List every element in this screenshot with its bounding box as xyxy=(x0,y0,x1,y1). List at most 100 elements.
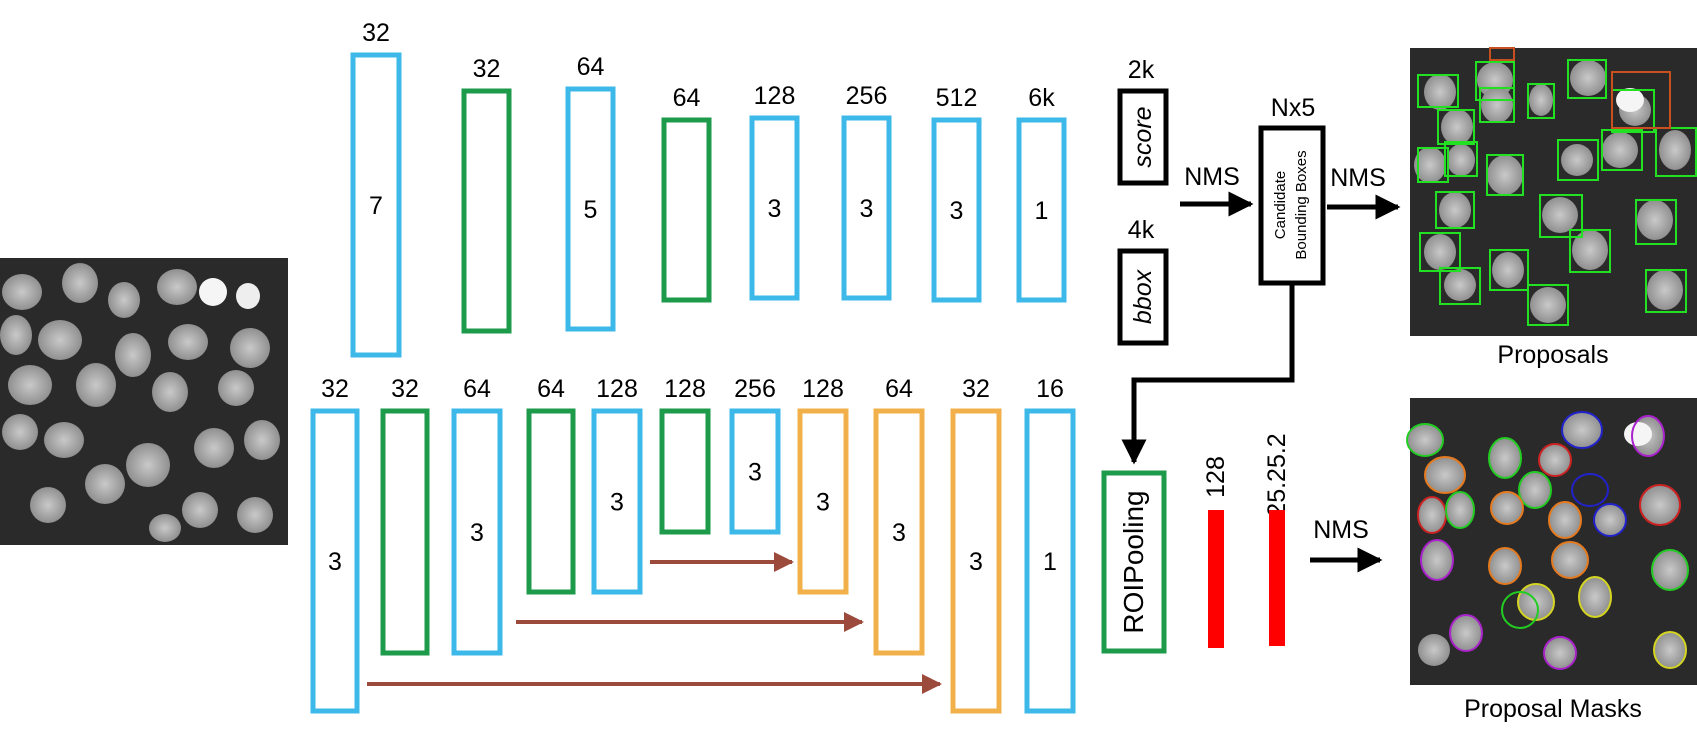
top-channels-label: 64 xyxy=(577,53,605,81)
top-block-box xyxy=(841,115,892,301)
bottom-block-box xyxy=(797,408,849,595)
bottom-block-4: 64 xyxy=(526,375,576,595)
bottom-block-box xyxy=(526,408,576,595)
candidate-line1: Candidate xyxy=(1272,171,1289,239)
score-label: score xyxy=(1129,106,1157,167)
nms-label-3: NMS xyxy=(1313,516,1369,544)
top-block-box xyxy=(661,117,712,303)
bbox-size-label: 4k xyxy=(1128,216,1155,244)
fc2-label: 25.25.2 xyxy=(1263,433,1291,516)
top-block-7: 512 3 xyxy=(931,84,982,303)
top-block-box xyxy=(461,88,512,334)
bottom-block-1: 32 3 xyxy=(310,375,360,714)
top-block-3: 64 5 xyxy=(565,53,616,332)
roi-label: ROIPooling xyxy=(1118,490,1149,633)
top-block-2: 32 xyxy=(461,55,512,334)
bottom-block-8: 128 3 xyxy=(797,375,849,595)
bbox-box xyxy=(1117,248,1169,346)
top-kernel-label: 5 xyxy=(584,196,598,224)
input-cell-image xyxy=(0,258,288,545)
bottom-channels-label: 32 xyxy=(321,375,349,403)
top-channels-label: 6k xyxy=(1028,84,1055,112)
bottom-block-9: 64 3 xyxy=(873,375,925,656)
score-output: 2k score xyxy=(1117,56,1169,186)
bottom-kernel-label: 3 xyxy=(328,548,342,576)
bottom-channels-label: 64 xyxy=(463,375,491,403)
bottom-block-11: 16 1 xyxy=(1024,375,1076,714)
bottom-block-box xyxy=(380,408,430,656)
top-kernel-label: 1 xyxy=(1035,197,1049,225)
proposals-caption: Proposals xyxy=(1497,341,1608,369)
bottom-channels-label: 256 xyxy=(734,375,776,403)
bottom-block-box xyxy=(451,408,503,656)
top-channels-label: 64 xyxy=(673,84,701,112)
nms-label-1: NMS xyxy=(1184,163,1240,191)
bottom-kernel-label: 3 xyxy=(748,459,762,487)
top-branch: 32 7 32 64 5 64 128 3 256 3 512 3 6k 1 xyxy=(350,19,1067,358)
nms-label-2: NMS xyxy=(1330,164,1386,192)
bottom-channels-label: 32 xyxy=(391,375,419,403)
top-block-box xyxy=(565,86,616,332)
bottom-kernel-label: 3 xyxy=(969,548,983,576)
candidate-line2: Bounding Boxes xyxy=(1293,150,1310,259)
top-block-box xyxy=(1016,117,1067,303)
bottom-channels-label: 128 xyxy=(664,375,706,403)
top-block-6: 256 3 xyxy=(841,82,892,301)
roi-pooling-block: ROIPooling xyxy=(1101,470,1167,654)
bottom-branch: 32 3 32 64 3 64 128 3 128 256 3 128 3 64 3 32 3 16 1 xyxy=(310,375,1076,714)
bottom-channels-label: 128 xyxy=(802,375,844,403)
top-channels-label: 32 xyxy=(362,19,390,47)
bottom-block-10: 32 3 xyxy=(950,375,1002,714)
bottom-kernel-label: 3 xyxy=(892,519,906,547)
fc1-label: 128 xyxy=(1202,456,1230,498)
bottom-channels-label: 16 xyxy=(1036,375,1064,403)
bottom-block-box xyxy=(1024,408,1076,714)
score-box xyxy=(1117,88,1169,186)
bottom-channels-label: 64 xyxy=(537,375,565,403)
bottom-block-box xyxy=(873,408,925,656)
candidate-boxes: Nx5 Candidate Bounding Boxes xyxy=(1258,94,1326,286)
bottom-block-box xyxy=(950,408,1002,714)
top-block-8: 6k 1 xyxy=(1016,84,1067,303)
bottom-block-5: 128 3 xyxy=(591,375,643,595)
bottom-block-box xyxy=(729,408,781,535)
bottom-channels-label: 32 xyxy=(962,375,990,403)
candidate-size-label: Nx5 xyxy=(1271,94,1315,122)
bbox-label: bbox xyxy=(1129,268,1157,324)
bottom-block-box xyxy=(591,408,643,595)
bottom-block-2: 32 xyxy=(380,375,430,656)
candidate-to-roi-arrow xyxy=(1121,283,1295,465)
top-block-5: 128 3 xyxy=(749,82,800,301)
bbox-output: 4k bbox xyxy=(1117,216,1169,346)
masks-caption: Proposal Masks xyxy=(1464,695,1642,723)
candidate-box xyxy=(1258,125,1326,286)
fc-layer-1: 128 xyxy=(1202,456,1230,648)
top-channels-label: 128 xyxy=(754,82,796,110)
top-channels-label: 512 xyxy=(936,84,978,112)
top-kernel-label: 3 xyxy=(860,195,874,223)
top-channels-label: 256 xyxy=(846,82,888,110)
top-kernel-label: 3 xyxy=(950,197,964,225)
bottom-kernel-label: 3 xyxy=(610,489,624,517)
bottom-kernel-label: 3 xyxy=(816,489,830,517)
bottom-block-6: 128 xyxy=(659,375,711,535)
top-block-box xyxy=(931,117,982,303)
fc-layer-2: 25.25.2 xyxy=(1263,433,1291,646)
top-block-4: 64 xyxy=(661,84,712,303)
score-size-label: 2k xyxy=(1128,56,1155,84)
bottom-kernel-label: 3 xyxy=(470,519,484,547)
top-block-box xyxy=(749,115,800,301)
bottom-block-box xyxy=(659,408,711,535)
bottom-kernel-label: 1 xyxy=(1043,548,1057,576)
bottom-block-7: 256 3 xyxy=(729,375,781,535)
proposal-masks-image xyxy=(1406,398,1697,685)
bottom-block-3: 64 3 xyxy=(451,375,503,656)
top-block-1: 32 7 xyxy=(350,19,402,358)
bottom-channels-label: 128 xyxy=(596,375,638,403)
proposals-image xyxy=(1410,47,1697,336)
bottom-channels-label: 64 xyxy=(885,375,913,403)
top-block-box xyxy=(350,52,402,358)
top-kernel-label: 3 xyxy=(768,195,782,223)
top-kernel-label: 7 xyxy=(369,192,383,220)
